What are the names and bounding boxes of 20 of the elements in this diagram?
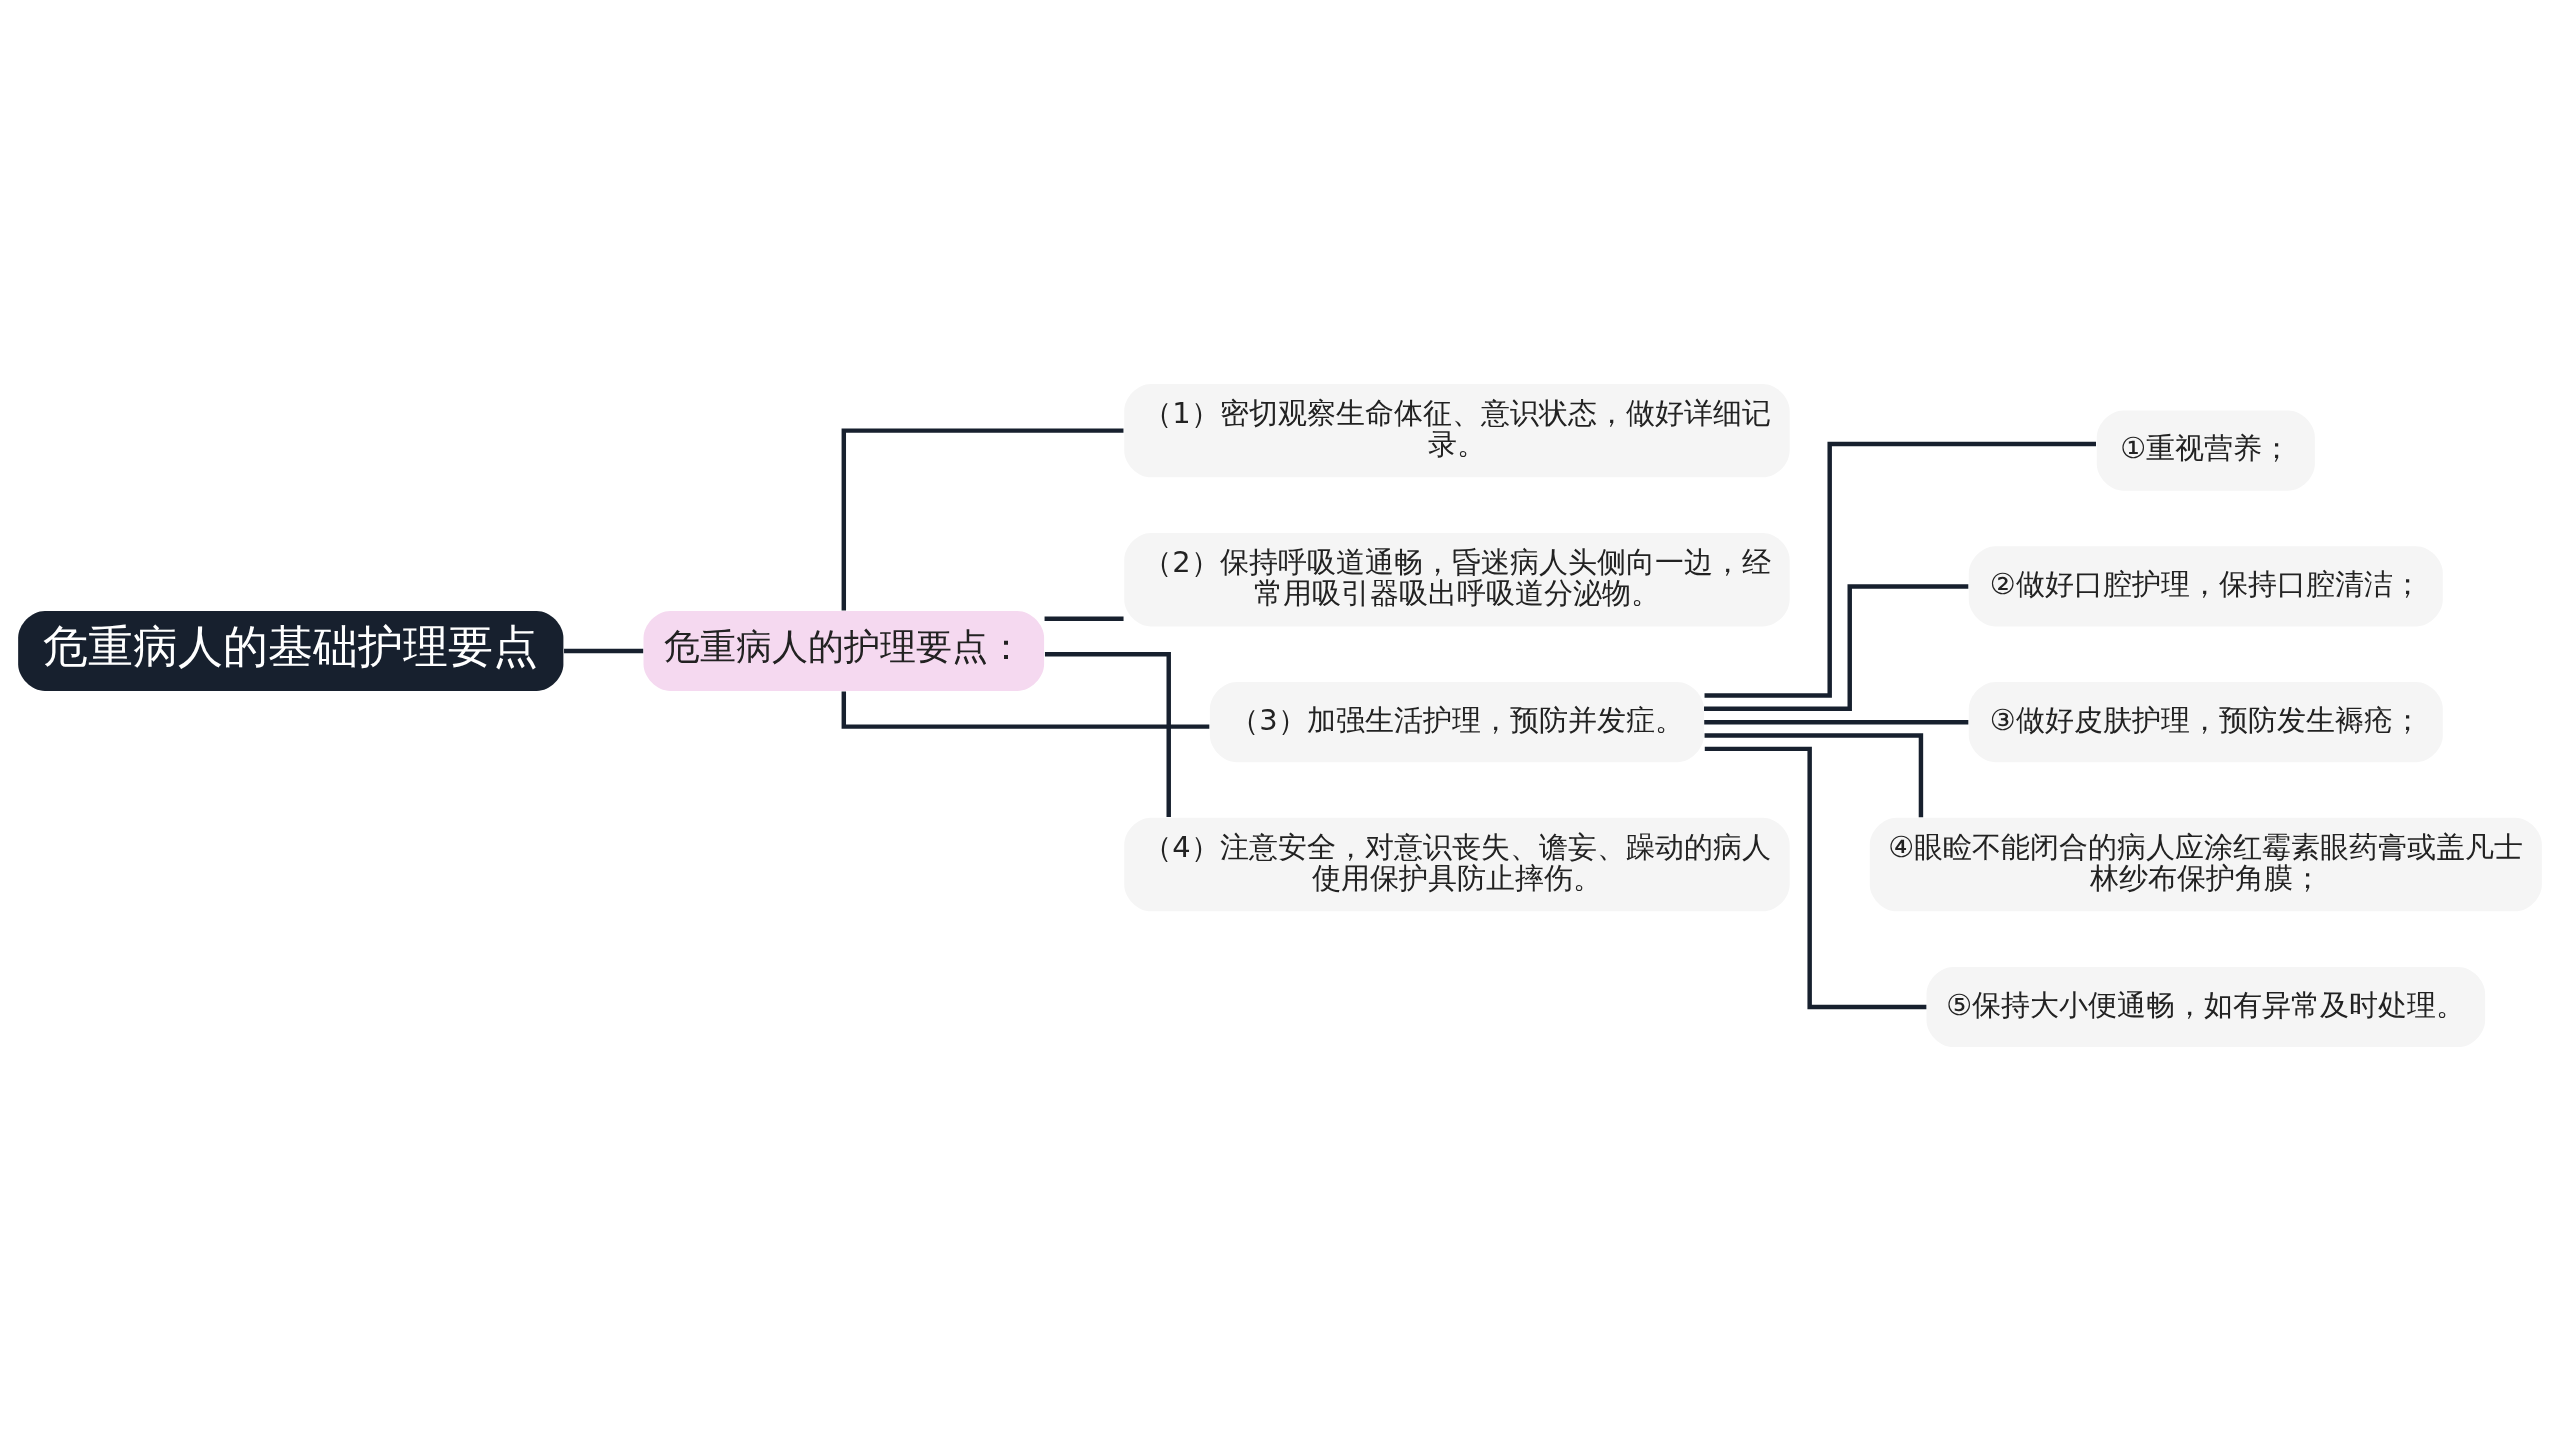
connector: [1044, 615, 1124, 621]
connector: [564, 648, 644, 653]
connector: [1704, 732, 1924, 817]
node-box: ③做好皮肤护理，预防发生褥疮；: [1968, 681, 2443, 762]
node-box: （2）保持呼吸道通畅，昏迷病人头侧向一边，经常用吸引器吸出呼吸道分泌物。: [1124, 532, 1790, 626]
node-box: （4）注意安全，对意识丧失、谵妄、躁动的病人使用保护具防止摔伤。: [1124, 817, 1790, 911]
connector: [1704, 583, 1969, 711]
connector: [1704, 746, 1927, 1009]
node-box: ⑤保持大小便通畅，如有异常及时处理。: [1926, 966, 2486, 1047]
connector: [1044, 651, 1171, 817]
connector: [841, 427, 1124, 611]
node-box: ②做好口腔护理，保持口腔清洁；: [1968, 545, 2443, 626]
node-box: （1）密切观察生命体征、意识状态，做好详细记录。: [1124, 383, 1790, 477]
connector: [1704, 719, 1969, 724]
node-box: ①重视营养；: [2096, 410, 2315, 491]
node-box: 危重病人的基础护理要点: [18, 610, 564, 691]
node-box: （3）加强生活护理，预防并发症。: [1209, 681, 1704, 762]
connector: [1704, 441, 2096, 698]
node-box: 危重病人的护理要点：: [643, 610, 1045, 691]
node-box: ④眼睑不能闭合的病人应涂红霉素眼药膏或盖凡士林纱布保护角膜；: [1869, 817, 2542, 911]
